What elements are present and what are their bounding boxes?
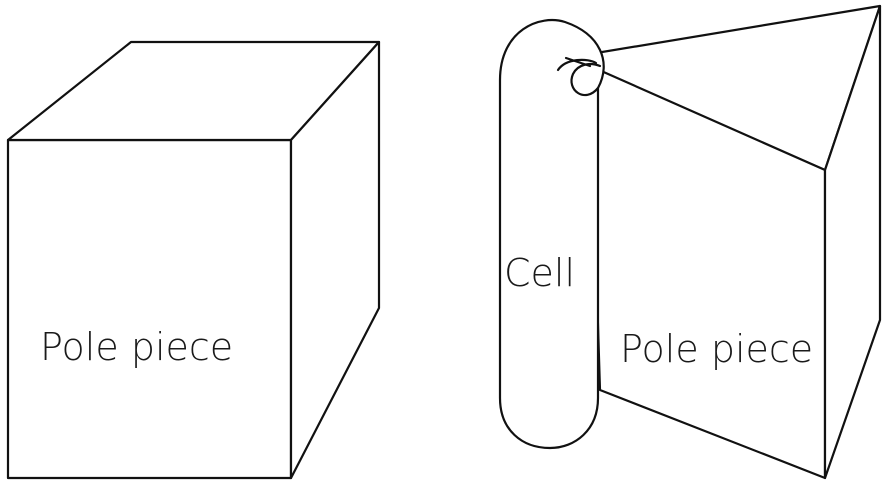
cell-label: Cell	[504, 251, 575, 295]
cell-curl-inner	[556, 58, 598, 72]
right-pole-piece-label: Pole piece	[620, 327, 813, 371]
left-pole-piece-front-face	[6, 138, 293, 480]
left-pole-piece-label: Pole piece	[40, 325, 233, 369]
right-pole-piece-side-face	[823, 4, 882, 480]
cell-curl	[570, 63, 602, 96]
left-pole-piece: Pole piece	[6, 40, 381, 480]
right-assembly: Cell Pole piece	[498, 4, 882, 480]
cell-body	[498, 18, 605, 450]
cell-edge-to-apex	[564, 56, 592, 68]
left-pole-piece-side-face	[289, 40, 381, 480]
